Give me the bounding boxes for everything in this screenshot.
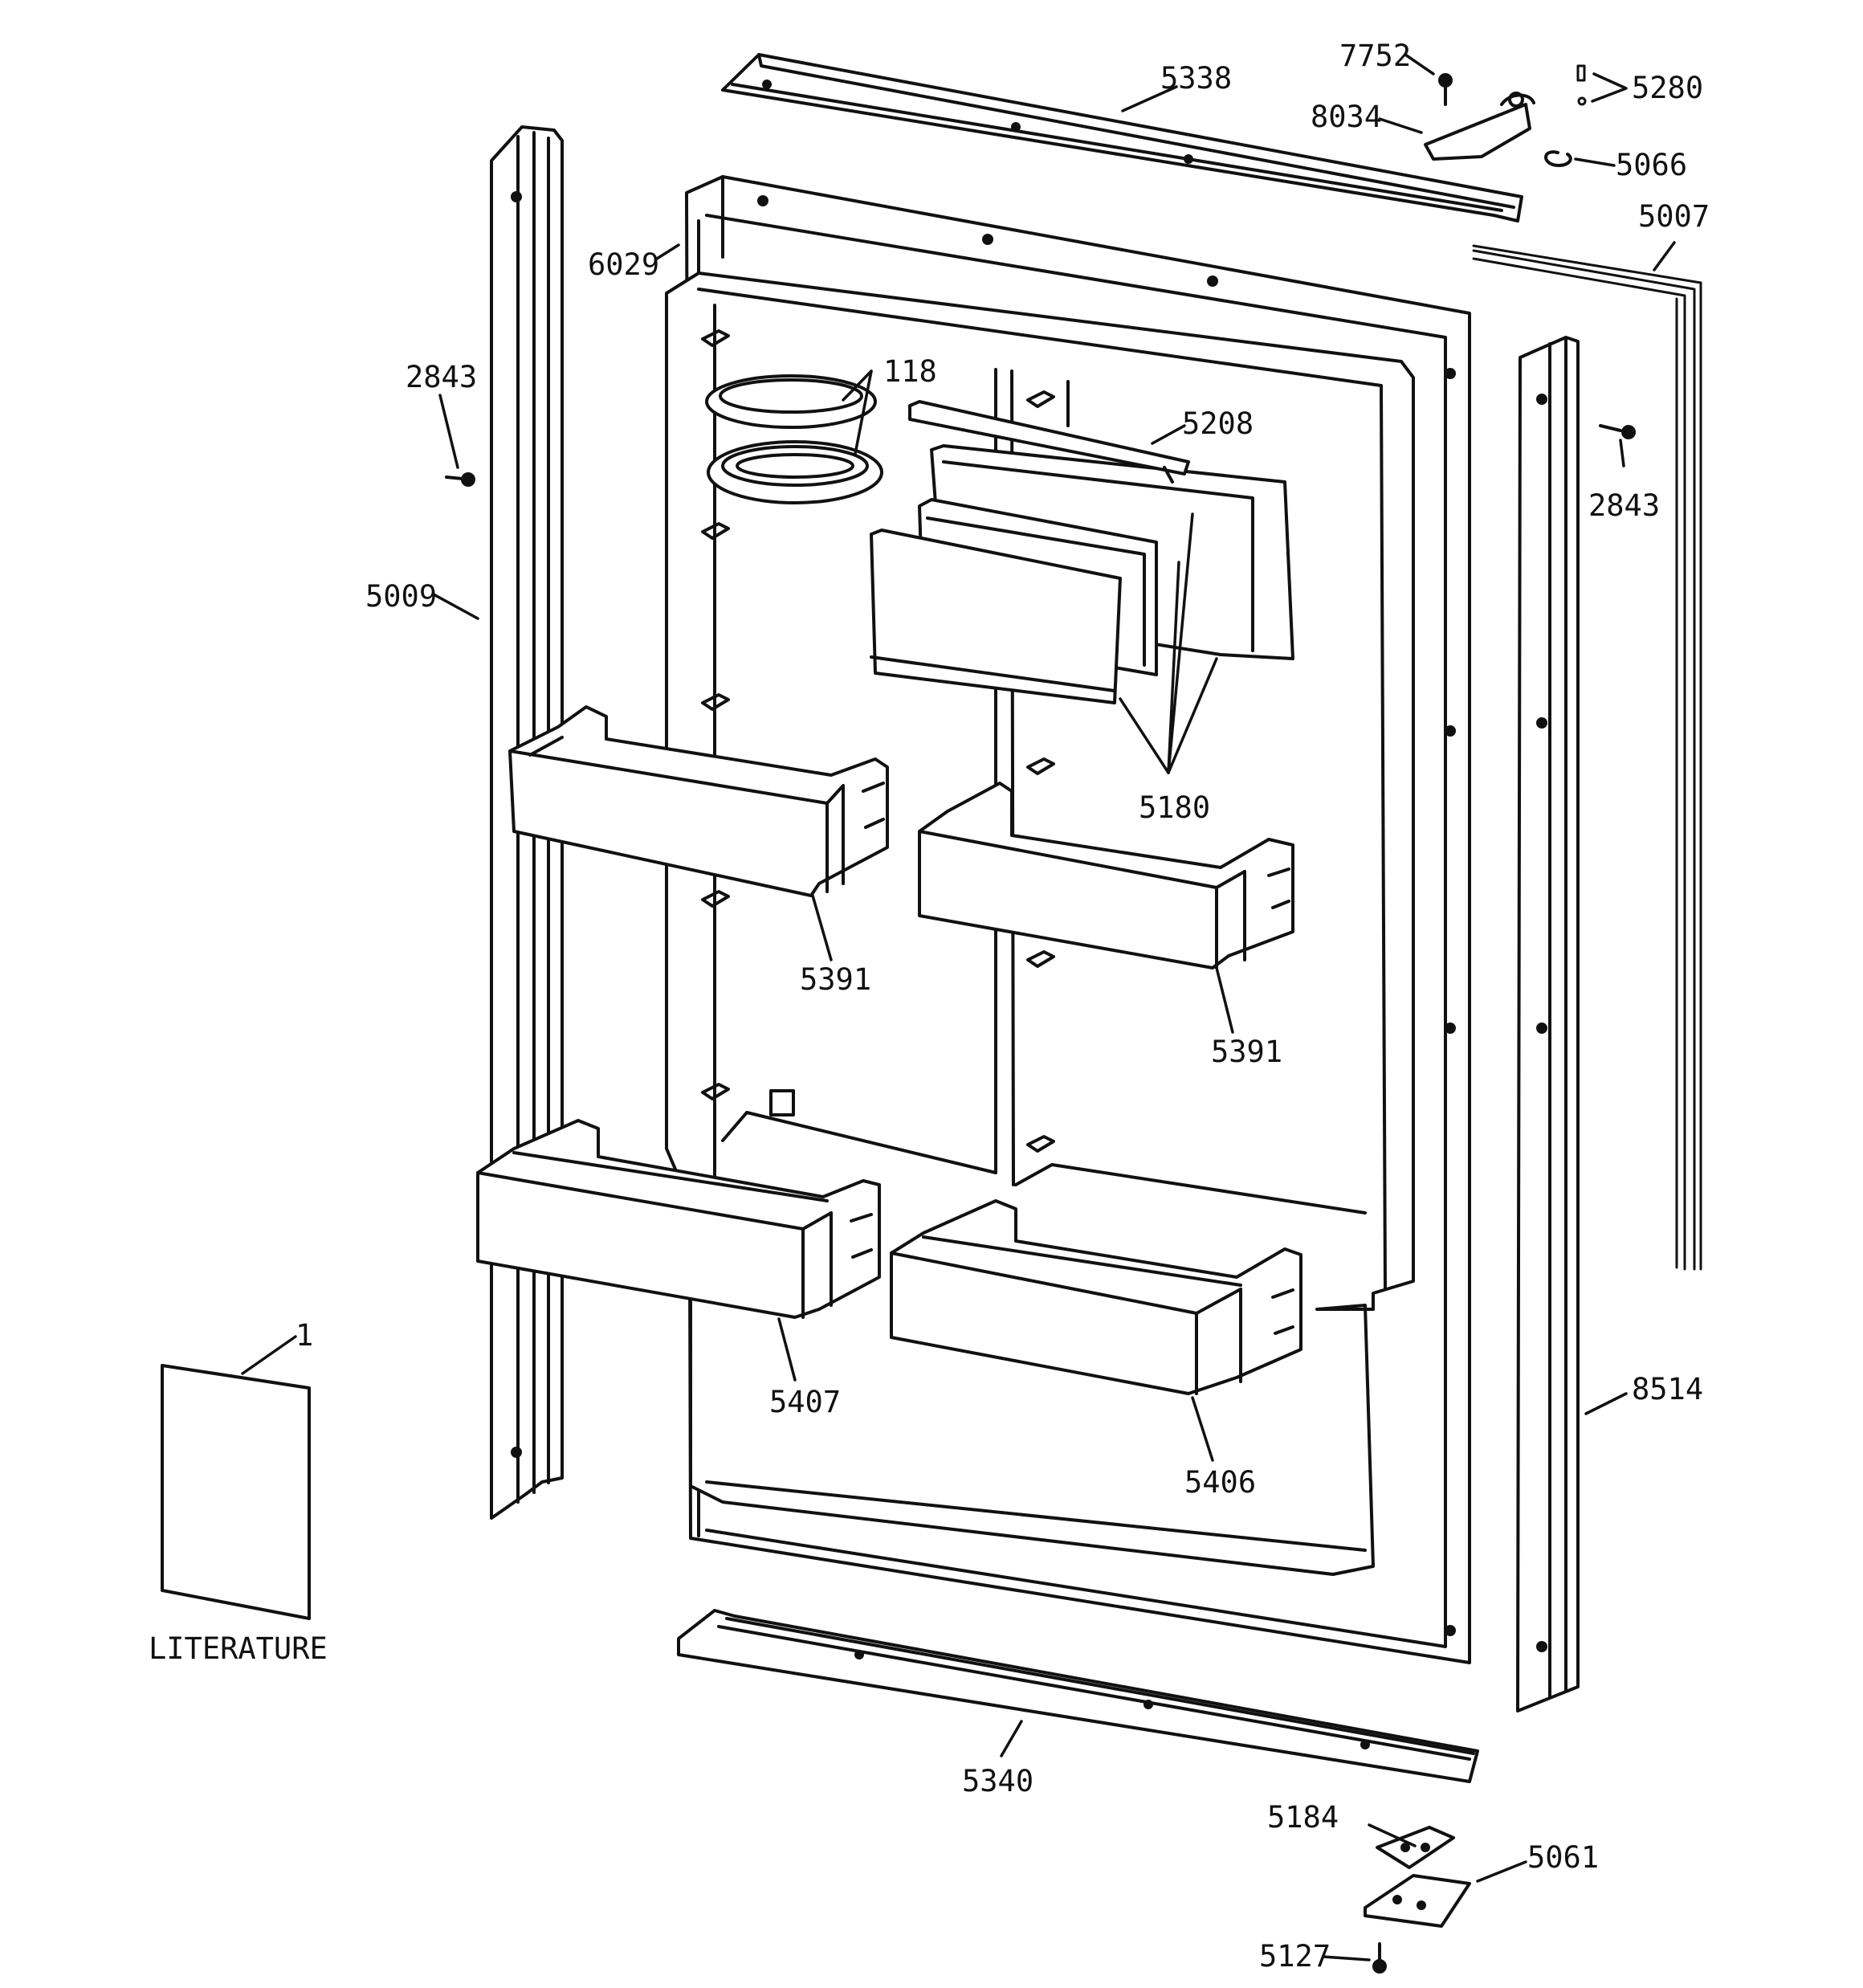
top-trim-part <box>721 53 1523 222</box>
literature-booklet <box>161 1364 311 1620</box>
hinge-pin-5280 <box>1576 64 1587 106</box>
dairy-compartment-part <box>870 444 1294 704</box>
hinge-plate-5184 <box>1376 1826 1455 1869</box>
label-5280: 5280 <box>1632 71 1703 105</box>
label-5061: 5061 <box>1527 1840 1599 1875</box>
screw-2843-right <box>1599 424 1636 439</box>
label-8514: 8514 <box>1632 1372 1703 1406</box>
egg-tray-part <box>705 374 883 504</box>
label-literature: LITERATURE <box>149 1631 328 1666</box>
label-8034: 8034 <box>1311 100 1382 134</box>
leader-lines <box>241 53 1676 1961</box>
label-2843-left: 2843 <box>406 360 477 394</box>
door-shelf-5391-left <box>508 705 889 897</box>
label-5184: 5184 <box>1267 1800 1339 1835</box>
label-5391-left: 5391 <box>800 962 871 997</box>
label-5391-right: 5391 <box>1211 1035 1282 1069</box>
hinge-screw-5127 <box>1372 1942 1387 1974</box>
label-2843-right: 2843 <box>1588 488 1660 523</box>
label-6029: 6029 <box>588 247 659 282</box>
door-shelf-5391-right <box>918 782 1294 970</box>
hinge-screw-7752 <box>1438 73 1453 106</box>
label-5180: 5180 <box>1139 790 1210 825</box>
label-1: 1 <box>296 1318 313 1353</box>
bottom-hinge-5061 <box>1364 1874 1471 1928</box>
label-5009: 5009 <box>365 579 437 614</box>
screw-2843-left <box>445 472 475 487</box>
label-5066: 5066 <box>1616 148 1687 182</box>
label-5340: 5340 <box>962 1764 1033 1798</box>
door-bin-5407 <box>476 1119 881 1319</box>
bottom-trim-part <box>677 1609 1479 1783</box>
liner-clip-icons <box>701 329 1055 1153</box>
label-5338: 5338 <box>1160 61 1232 96</box>
right-trim-part <box>1516 336 1580 1712</box>
label-5208: 5208 <box>1182 406 1254 441</box>
top-hinge-part <box>1424 92 1535 161</box>
dairy-door-handle-part <box>908 400 1190 484</box>
label-5406: 5406 <box>1184 1465 1256 1500</box>
c-clip-5066 <box>1544 150 1572 167</box>
label-118: 118 <box>883 354 937 389</box>
door-gasket-part <box>1472 244 1702 1271</box>
part-labels: 7752 5338 5280 8034 5066 5007 6029 2843 … <box>149 39 1710 1974</box>
door-bin-5406 <box>890 1199 1302 1395</box>
label-7752: 7752 <box>1339 39 1411 73</box>
label-5407: 5407 <box>769 1385 841 1419</box>
label-5007: 5007 <box>1638 199 1710 234</box>
label-5127: 5127 <box>1259 1939 1331 1974</box>
